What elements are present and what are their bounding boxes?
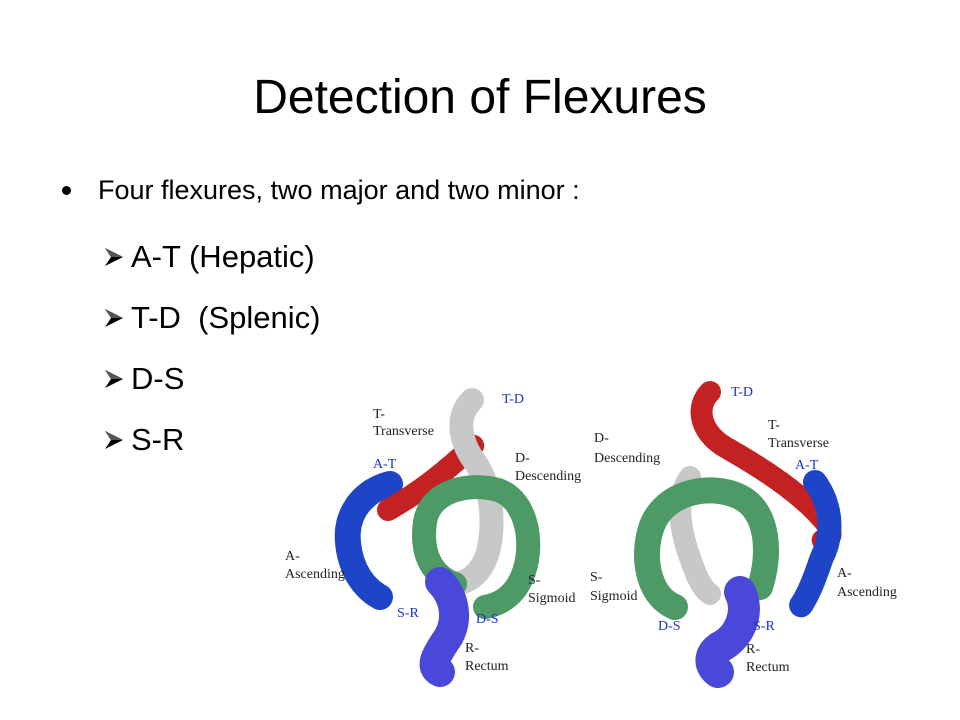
right-label-d-descending-1: D-: [594, 431, 609, 446]
right-label-t-d: T-D: [731, 385, 753, 400]
flexure-label: D-S: [131, 361, 185, 396]
arrowhead-bullet-icon: [105, 430, 123, 449]
left-label-a-t: A-T: [373, 457, 397, 472]
right-ascending-segment: [788, 470, 842, 619]
bullet-text: Four flexures, two major and two minor :: [98, 175, 580, 205]
right-label-t-transverse-2: Transverse: [768, 436, 829, 451]
left-sigmoid-segment: [412, 475, 541, 619]
left-label-t-d: T-D: [502, 392, 524, 407]
left-label-d-descending-2: Descending: [515, 469, 581, 484]
left-ascending-segment: [334, 471, 403, 610]
left-label-s-r: S-R: [397, 606, 419, 621]
left-label-a-ascending-2: Ascending: [285, 567, 345, 582]
right-label-a-t: A-T: [795, 458, 819, 473]
left-label-r-rectum-1: R-: [465, 641, 479, 656]
arrowhead-bullet-icon: [105, 369, 123, 388]
left-label-s-sigmoid-2: Sigmoid: [528, 591, 575, 606]
flexure-label: A-T (Hepatic): [131, 239, 315, 274]
right-label-s-r: S-R: [753, 619, 775, 634]
flexure-label: S-R: [131, 422, 185, 457]
left-rectum-segment: [419, 567, 470, 687]
right-label-d-s: D-S: [658, 619, 681, 634]
right-colon-model: T-D D- Descending T- Transverse A-T A- A…: [590, 381, 897, 688]
arrowhead-bullet-icon: [105, 308, 123, 327]
left-label-a-ascending-1: A-: [285, 549, 300, 564]
right-label-d-descending-2: Descending: [594, 451, 660, 466]
flexure-item-splenic: T-D (Splenic): [103, 287, 320, 348]
right-label-a-ascending-1: A-: [837, 566, 852, 581]
left-label-d-s: D-S: [476, 612, 499, 627]
slide-title: Detection of Flexures: [253, 71, 707, 124]
colon-segmentation-figure: T- Transverse A-T T-D D- Descending A- A…: [270, 372, 920, 712]
arrowhead-bullet-icon: [105, 247, 123, 266]
right-label-r-rectum-2: Rectum: [746, 660, 790, 675]
bullet-dot-icon: [62, 185, 71, 195]
flexure-item-d-s: D-S: [103, 348, 320, 409]
right-rectum-segment: [695, 576, 760, 688]
left-descending-segment: [443, 388, 504, 596]
left-label-d-descending-1: D-: [515, 451, 530, 466]
left-label-t-transverse-1: T-: [373, 407, 385, 422]
bullet-item: Four flexures, two major and two minor :: [62, 172, 580, 208]
colon-models-illustration: T- Transverse A-T T-D D- Descending A- A…: [285, 381, 897, 688]
right-label-t-transverse-1: T-: [768, 418, 780, 433]
right-label-r-rectum-1: R-: [746, 642, 760, 657]
flexure-item-s-r: S-R: [103, 409, 320, 470]
left-label-t-transverse-2: Transverse: [373, 424, 434, 439]
left-label-s-sigmoid-1: S-: [528, 573, 541, 588]
flexure-label: T-D (Splenic): [131, 300, 321, 335]
right-label-a-ascending-2: Ascending: [837, 585, 897, 600]
flexure-list: A-T (Hepatic) T-D (Splenic) D-S S-R: [103, 226, 320, 470]
right-label-s-sigmoid-2: Sigmoid: [590, 589, 637, 604]
right-label-s-sigmoid-1: S-: [590, 570, 603, 585]
flexure-item-hepatic: A-T (Hepatic): [103, 226, 320, 287]
left-label-r-rectum-2: Rectum: [465, 659, 509, 674]
left-colon-model: T- Transverse A-T T-D D- Descending A- A…: [285, 388, 581, 687]
right-sigmoid-segment: [634, 477, 779, 620]
